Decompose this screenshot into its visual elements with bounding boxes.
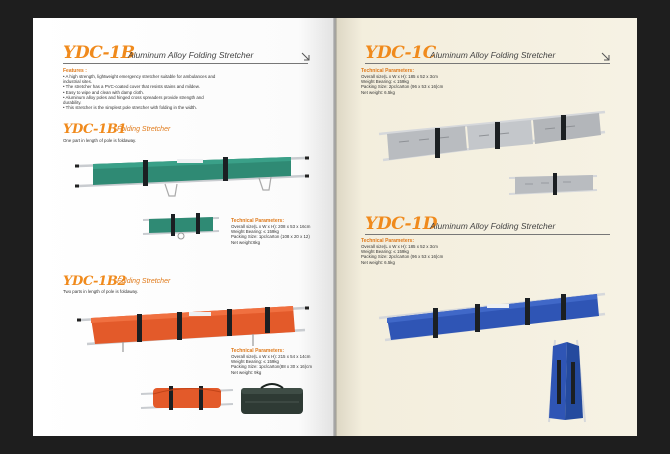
feature-line: • Easy to wipe and clean with damp cloth…: [63, 89, 144, 95]
blue-stretcher-image: [378, 292, 606, 342]
ydc-1c-rule: [365, 63, 610, 64]
spec-line: Weight Bearing: ≤ 159kg: [361, 249, 409, 255]
spec-line: Packing Size: 1pc/carton (108 x 20 x 12): [231, 234, 310, 240]
ydc-1b2-specs: Overall size(L x W x H): 215 x 54 x 14cm…: [231, 354, 312, 375]
spec-line: Weight Bearing: ≤ 159kg: [361, 79, 409, 85]
ydc-1b-features-heading: Features :: [63, 68, 87, 74]
green-stretcher-folded-image: [142, 213, 220, 240]
silver-stretcher-folded-image: [508, 173, 598, 195]
carrying-bag-image: [241, 383, 303, 414]
ydc-1b1-specs: Overall size(L x W x H): 208 x 53 x 16cm…: [231, 224, 310, 245]
green-stretcher-image: [75, 156, 309, 197]
spec-line: Net weight:6kg: [231, 239, 261, 245]
ydc-1b-model: YDC-1B: [63, 43, 135, 63]
orange-stretcher-folded-image: [140, 386, 234, 410]
ydc-1b-rule: [63, 63, 308, 64]
spec-line: Weight Bearing: ≤ 159kg: [231, 229, 279, 235]
ydc-1b1-name: Folding Stretcher: [117, 126, 171, 133]
ydc-1d-model: YDC-1D: [365, 214, 438, 234]
spec-line: Packing Size: 2pc/carton (96 x 53 x 16)c…: [361, 254, 444, 260]
ydc-1b-features-list: • A high strength, lightweight emergency…: [63, 74, 215, 110]
ydc-1b-name: Aluminum Alloy Folding Stretcher: [128, 50, 254, 60]
ydc-1b2-model: YDC-1B2: [63, 274, 127, 289]
spec-line: Net weight: 9kg: [231, 369, 262, 375]
feature-line: • This stretcher is the simplest pole st…: [63, 105, 197, 111]
ydc-1d-specs: Overall size(L x W x H): 185 x 52 x 3cm …: [361, 244, 443, 265]
spec-line: Overall size(L x W x H): 185 x 52 x 3cm: [361, 244, 438, 249]
spec-line: Packing Size: 2pc/carton (96 x 53 x 16)c…: [361, 84, 444, 90]
ydc-1c-tech-heading: Technical Parameters:: [361, 68, 414, 74]
spec-line: Weight Bearing: ≤ 159kg: [231, 359, 279, 365]
ydc-1c-model: YDC-1C: [365, 43, 437, 63]
feature-line: • Aluminum alloy poles and hinged cross …: [63, 94, 204, 100]
book-spine: [333, 18, 337, 436]
ydc-1b1-subtitle: One part in length of pole is foldaway.: [63, 138, 137, 143]
catalog-spread: YDC-1B Aluminum Alloy Folding Stretcher …: [33, 18, 637, 436]
ydc-1b1-tech-heading: Technical Parameters:: [231, 218, 284, 224]
spec-line: Overall size(L x W x H): 208 x 53 x 16cm: [231, 224, 311, 229]
silver-stretcher-image: [378, 110, 606, 162]
spec-line: Overall size(L x W x H): 185 x 52 x 3cm: [361, 74, 438, 79]
corner-arrow-icon: [301, 52, 310, 61]
feature-line: industrial sites.: [63, 79, 93, 85]
ydc-1c-specs: Overall size(L x W x H): 185 x 52 x 3cm …: [361, 74, 443, 95]
orange-stretcher-image: [77, 306, 309, 352]
left-page: YDC-1B Aluminum Alloy Folding Stretcher …: [33, 18, 335, 436]
ydc-1b2-name: Folding Stretcher: [117, 278, 171, 285]
spec-line: Overall size(L x W x H): 215 x 54 x 14cm: [231, 354, 311, 359]
right-page: YDC-1C Aluminum Alloy Folding Stretcher …: [335, 18, 637, 436]
feature-line: • A high strength, lightweight emergency…: [63, 74, 216, 79]
ydc-1d-rule: [365, 234, 610, 235]
ydc-1b1-model: YDC-1B1: [63, 122, 127, 137]
spec-line: Net weight: 6.5kg: [361, 89, 395, 95]
blue-stretcher-folded-image: [548, 339, 586, 423]
ydc-1c-name: Aluminum Alloy Folding Stretcher: [430, 50, 556, 60]
corner-arrow-icon: [601, 52, 610, 61]
feature-line: • The stretcher has a PVC-coated cover t…: [63, 84, 200, 90]
spec-line: Net weight: 6.5kg: [361, 259, 395, 265]
ydc-1b2-subtitle: Two parts in length of pole is foldaway.: [63, 289, 139, 294]
feature-line: durability.: [63, 100, 82, 106]
ydc-1d-name: Aluminum Alloy Folding Stretcher: [430, 221, 556, 231]
spec-line: Packing Size: 1pc/carton(88 x 30 x 16)cm: [231, 364, 313, 370]
ydc-1b2-tech-heading: Technical Parameters:: [231, 348, 284, 354]
ydc-1d-tech-heading: Technical Parameters:: [361, 238, 414, 244]
